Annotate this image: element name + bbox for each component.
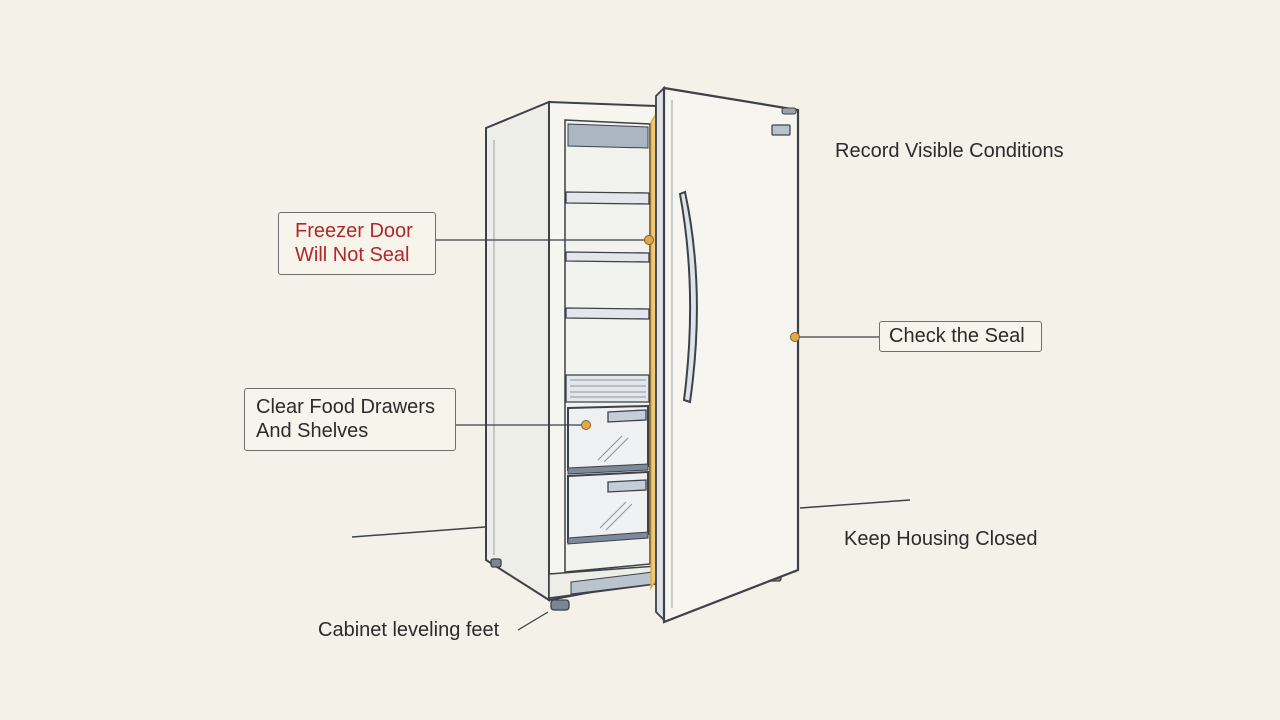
leveling-feet-label: Cabinet leveling feet	[318, 619, 500, 641]
clear-food-line1: Clear Food Drawers	[256, 396, 435, 418]
food-drawers	[567, 404, 649, 545]
freezer-door-line1: Freezer Door	[295, 220, 413, 242]
record-conditions-label: Record Visible Conditions	[835, 140, 1064, 162]
clear-food-callout: Clear Food Drawers And Shelves	[244, 388, 456, 451]
shelf-wire-lines	[570, 379, 646, 398]
leader-leveling-feet	[517, 611, 549, 631]
freezer-door-line2: Will Not Seal	[295, 244, 410, 266]
callout-dots	[581, 235, 800, 430]
freezer-door-callout: Freezer Door Will Not Seal	[278, 212, 436, 275]
interior-shelves	[565, 191, 650, 403]
brand-badge	[771, 124, 791, 136]
interior-top-panel	[567, 123, 649, 149]
floor-line-right	[799, 499, 911, 509]
top-hinge	[781, 107, 797, 115]
freezer-door	[662, 86, 800, 624]
callout-dot-icon	[581, 420, 591, 430]
door-handle	[678, 190, 698, 404]
check-seal-callout: Check the Seal	[879, 321, 1042, 352]
callout-dot-icon	[790, 332, 800, 342]
floor-line-left	[351, 526, 486, 538]
callout-dot-icon	[644, 235, 654, 245]
keep-housing-label: Keep Housing Closed	[844, 528, 1038, 550]
cabinet-side	[485, 100, 550, 602]
door-edge	[655, 85, 665, 623]
leader-lines	[436, 239, 879, 631]
clear-food-line2: And Shelves	[256, 420, 369, 442]
